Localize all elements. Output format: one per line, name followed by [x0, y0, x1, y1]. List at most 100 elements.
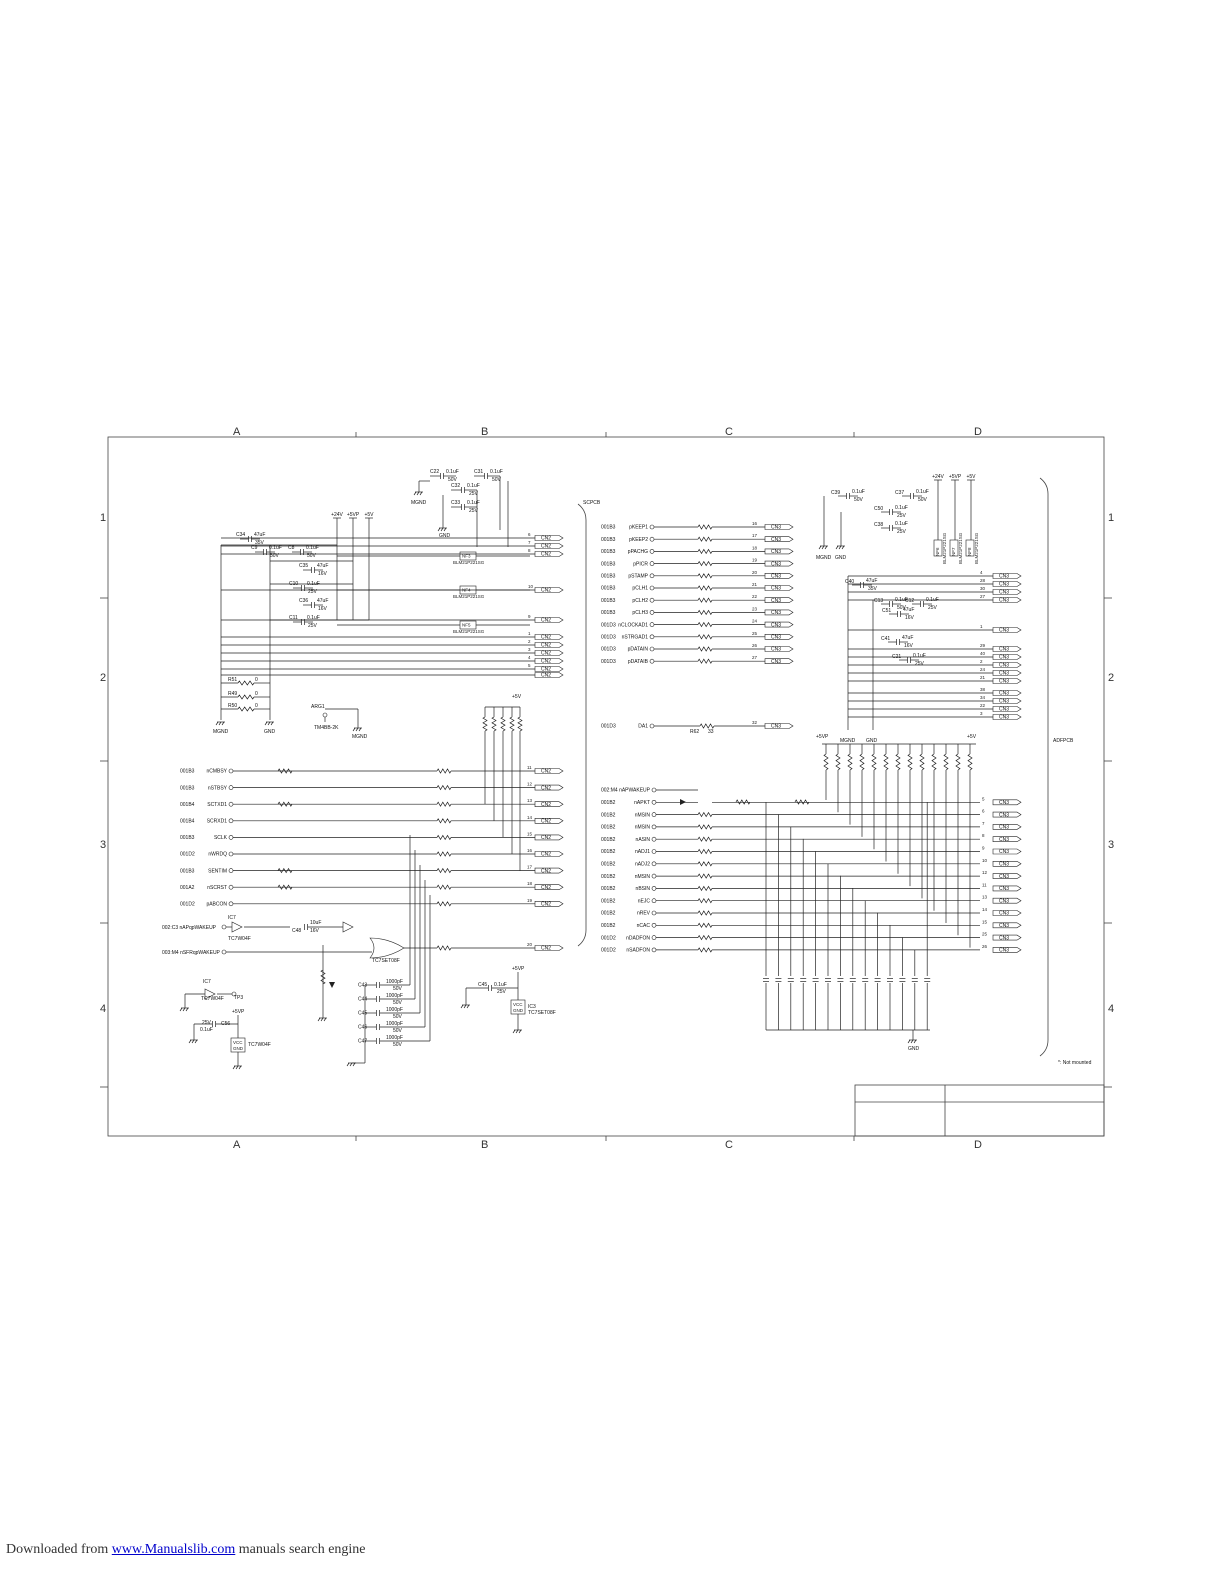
adf-connector-26	[992, 947, 1022, 953]
gnd-left	[264, 721, 268, 726]
signal-port	[228, 768, 234, 774]
pullup-resistor	[835, 753, 841, 771]
cn3-right-connector-30-label: CN3	[999, 590, 1009, 596]
capbank-gnd	[907, 1039, 911, 1044]
mid-cap-value: 1000pF	[386, 1021, 403, 1027]
ic3-cap-ref: C45	[478, 982, 487, 988]
zone-row-4-right: 4	[1108, 1003, 1114, 1015]
cn3-right-pin-number: 22	[980, 703, 986, 708]
bl-ic-part: TC7W04F	[248, 1042, 271, 1048]
footer-prefix: Downloaded from	[6, 1542, 112, 1557]
signal-sheet-ref: 001B3	[180, 785, 195, 791]
scpcb-port	[649, 573, 655, 579]
right-filter-part: BLM21P221SG	[974, 532, 979, 564]
right-cap-value: 0.1uF	[895, 521, 908, 527]
mid-cap-volt: 50V	[393, 1028, 403, 1034]
adf-pin: 5	[982, 796, 985, 801]
signal-sheet-ref: 001B3	[180, 835, 195, 841]
adf-pin: 15	[982, 919, 988, 924]
cn3-right-pin-number: 24	[980, 667, 986, 672]
pullup-resistor	[500, 716, 506, 732]
scpcb-signal-name: nSTRGAD1	[622, 635, 649, 641]
da-connector-label: CN3	[771, 724, 781, 730]
filter-ref: NF3	[462, 554, 471, 559]
left-resistor-ref: R49	[228, 691, 237, 697]
cn2-pin-number: 10	[528, 584, 534, 589]
signal-name: nSTBSY	[208, 785, 228, 791]
signal-name: nCMBSY	[206, 769, 227, 775]
adf-pin: 9	[982, 846, 985, 851]
da-connector	[764, 723, 794, 729]
bl-gnd-a	[182, 1007, 186, 1012]
cn3-right-pin-number: 27	[980, 594, 986, 599]
or-gate-part: TC7SET08F	[372, 958, 400, 964]
manualslib-link[interactable]: www.Manualslib.com	[111, 1542, 236, 1557]
scpcb-connector-19-label: CN3	[771, 561, 781, 567]
gnd-mid	[346, 1062, 350, 1067]
cn2-connector-10-label: CN2	[541, 588, 551, 594]
adf-sheet-ref: 001B2	[601, 898, 616, 904]
signal-sheet-ref: 001B3	[180, 769, 195, 775]
gnd-left	[270, 721, 274, 726]
scpcb-sheet-ref: 001B3	[601, 574, 616, 580]
top-cap-volt: 25V	[469, 491, 479, 497]
cn3-right-connector-38	[992, 690, 1022, 696]
scpcb-signal-name: pSTAMP	[628, 574, 648, 580]
gnd-left	[267, 721, 271, 726]
left-cap-volt: 16V	[318, 571, 328, 577]
scpcb-connector-24	[764, 621, 794, 628]
left-resistor-R49	[237, 694, 255, 700]
mid-cap-value: 1000pF	[386, 979, 403, 985]
cn2-connector-8	[534, 551, 564, 557]
wakeup-cap-ref: C48	[292, 928, 301, 934]
cn2-pin-number: 3	[528, 647, 531, 652]
ic3-power-label: +5VP	[512, 966, 525, 972]
scpcb-resistor	[697, 573, 713, 579]
right-cap-ref: C39	[831, 490, 840, 496]
series-resistor	[277, 867, 293, 874]
scpcb-sheet-ref: 001B3	[601, 598, 616, 604]
wakeup-cap-value: 10uF	[310, 920, 321, 926]
zone-labels: A B C D A B C D 1 2 3 4 1 2 3 4	[100, 426, 1114, 1151]
bl-gnd-c	[235, 1065, 239, 1070]
bl-gnd-c	[232, 1065, 236, 1070]
bl-gnd-b	[194, 1039, 198, 1044]
ic3-cap-volt: 25V	[497, 989, 507, 995]
adf-sheet-ref: 001B2	[601, 923, 616, 929]
scpcb-connector-25-label: CN3	[771, 635, 781, 641]
scpcb-resistor	[697, 560, 713, 567]
cn2-connector-2	[534, 642, 564, 648]
filter-part: BLM21P221SG	[453, 594, 485, 599]
right-cap-volt: 25V	[897, 529, 907, 535]
right-cap-ref: C50	[874, 506, 883, 512]
cn3-right-connector-22-label: CN3	[999, 707, 1009, 713]
left-resistor-ref: R50	[228, 703, 237, 709]
left-cap-volt: 25V	[308, 589, 318, 595]
mgnd-arg	[352, 727, 356, 732]
right-cap-ref: C40	[845, 579, 854, 585]
bl-ic-gnd: GND	[233, 1046, 244, 1051]
scpcb-sheet-ref: 001D3	[601, 622, 616, 628]
mgnd-arg	[355, 727, 359, 732]
scpcb-port	[649, 634, 655, 640]
mid-cap-volt: 50V	[393, 1042, 403, 1048]
adf-connector-10-label: CN3	[999, 862, 1009, 868]
signal-connector-15-label: CN2	[541, 835, 551, 841]
adf-resistor	[697, 910, 713, 916]
adf-pin: 14	[982, 907, 988, 912]
signal-connector-11	[534, 768, 564, 774]
gnd-mid	[352, 1062, 356, 1067]
adf-connector-8	[992, 836, 1022, 842]
scpcb-pin: 23	[752, 606, 758, 611]
adf-filter-cap-bank	[763, 802, 931, 1044]
series-resistor	[277, 801, 293, 807]
signal-resistor	[436, 884, 452, 890]
ic3-gnd-b	[512, 1029, 516, 1034]
mid-cap-ref: C46	[358, 1025, 367, 1031]
bl-cap-volt: 25V	[202, 1020, 212, 1026]
cn3-right-connector-2-label: CN3	[999, 663, 1009, 669]
adf-port	[651, 922, 657, 928]
